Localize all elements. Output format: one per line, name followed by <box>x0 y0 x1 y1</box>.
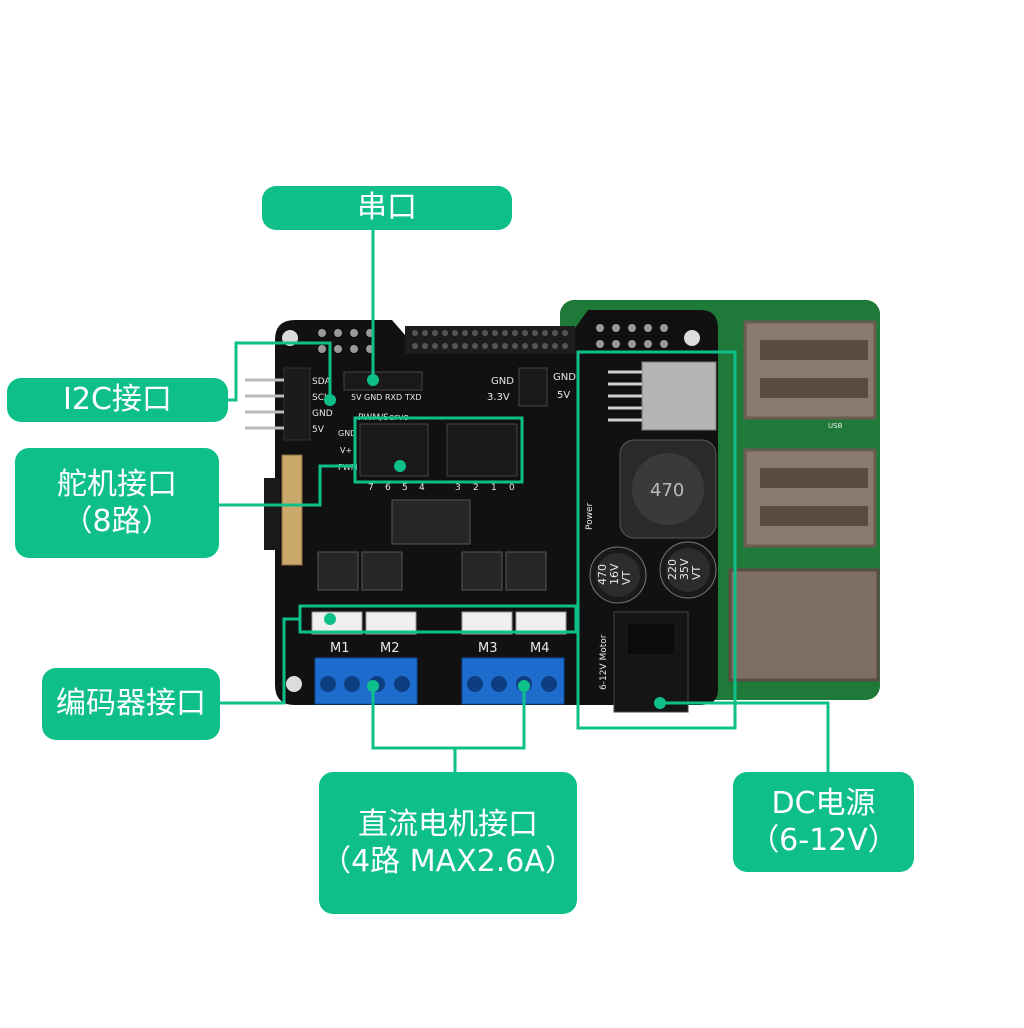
uart-callout: 串口 <box>262 186 512 230</box>
motor-label: M4 <box>530 641 550 656</box>
encoder-connector <box>515 611 567 635</box>
i2c-callout-text: I2C接口 <box>63 382 172 418</box>
i2c-pin-label: SCL <box>312 393 329 403</box>
cap1-voltage: 16V <box>608 563 621 585</box>
motor-driver-chip <box>505 551 547 591</box>
terminal-block-right <box>461 657 565 705</box>
uart-pin-label: 5V <box>351 393 362 402</box>
uart-pin-label: RXD <box>385 393 402 402</box>
cap2-value: 220 <box>666 559 679 580</box>
callout-dots <box>324 374 666 709</box>
encoder-connector <box>461 611 513 635</box>
callout-lines <box>219 230 830 772</box>
servo-channel-number: 1 <box>491 483 497 493</box>
dc-motor-callout: 直流电机接口 （4路 MAX2.6A） <box>319 772 577 914</box>
motor-label: M1 <box>330 641 350 656</box>
i2c-pin-label: SDA <box>312 377 331 387</box>
servo-header-left <box>359 423 429 477</box>
uart-pin-label: GND <box>364 393 382 402</box>
servo-channel-number: 4 <box>419 483 425 493</box>
i2c-pin-label: 5V <box>312 425 325 435</box>
servo-channel-number: 3 <box>455 483 461 493</box>
servo-row-label: V+ <box>340 446 352 455</box>
motor-driver-chip <box>361 551 403 591</box>
motor-supply-label: 6-12V Motor <box>599 634 609 690</box>
cap2-mark: VT <box>690 565 703 580</box>
servo-row-label: GND <box>338 429 356 438</box>
mount-hole <box>286 676 302 692</box>
power-label: Power <box>585 502 595 530</box>
uart-pin-label: TXD <box>404 393 422 402</box>
power-pin-label: GND <box>491 376 514 387</box>
motor-label: M2 <box>380 641 400 656</box>
ribbon-connector <box>281 454 303 566</box>
uart-callout-text: 串口 <box>357 190 417 226</box>
servo-channel-number: 7 <box>368 483 374 493</box>
dc-power-callout-subtitle: （6-12V） <box>749 823 898 858</box>
gpio-header <box>405 326 575 354</box>
servo-callout: 舵机接口 （8路） <box>15 448 219 558</box>
dc-motor-callout-subtitle: （4路 MAX2.6A） <box>321 844 575 879</box>
pad-grid-right <box>596 324 668 348</box>
capacitor-1 <box>589 546 647 604</box>
dc-power-callout-title: DC电源 <box>771 785 876 821</box>
usb-port-1 <box>743 320 877 420</box>
encoder-callout: 编码器接口 <box>42 668 220 740</box>
servo-callout-title: 舵机接口 <box>57 466 177 502</box>
side-latch <box>264 478 280 550</box>
servo-channel-number: 0 <box>509 483 515 493</box>
power-pin-header <box>518 367 548 407</box>
servo-channel-number: 5 <box>402 483 408 493</box>
encoder-connector <box>365 611 417 635</box>
power-pin-label: GND <box>553 372 576 383</box>
ethernet-port <box>728 568 880 682</box>
servo-channel-number: 2 <box>473 483 479 493</box>
usb-label: USB <box>828 422 843 430</box>
pwm-chip <box>391 499 471 545</box>
terminal-block-left <box>314 657 418 705</box>
encoder-callout-text: 编码器接口 <box>56 686 206 722</box>
cap2-voltage: 35V <box>678 558 691 580</box>
cap1-value: 470 <box>596 564 609 585</box>
motor-driver-chip <box>461 551 503 591</box>
power-pin-label: 5V <box>557 390 570 401</box>
i2c-pin-label: GND <box>312 409 333 419</box>
servo-channel-number: 6 <box>385 483 391 493</box>
power-pin-label: 3.3V <box>487 392 510 403</box>
i2c-callout: I2C接口 <box>7 378 228 422</box>
dc-power-callout: DC电源 （6-12V） <box>733 772 914 872</box>
motor-label: M3 <box>478 641 498 656</box>
i2c-header <box>245 367 311 441</box>
inductor-value: 470 <box>650 480 684 501</box>
dc-jack-opening <box>628 624 674 654</box>
regulator-pins <box>608 370 642 422</box>
capacitor-2 <box>659 541 717 599</box>
inductor-core <box>632 453 704 525</box>
regulator <box>641 361 717 431</box>
mount-hole <box>684 330 700 346</box>
usb-port-2 <box>743 448 877 548</box>
servo-header-right <box>446 423 518 477</box>
servo-callout-subtitle: （8路） <box>62 504 172 539</box>
dc-motor-callout-title: 直流电机接口 <box>358 806 538 842</box>
cap1-mark: VT <box>620 570 633 585</box>
motor-driver-chip <box>317 551 359 591</box>
uart-header <box>343 371 423 391</box>
